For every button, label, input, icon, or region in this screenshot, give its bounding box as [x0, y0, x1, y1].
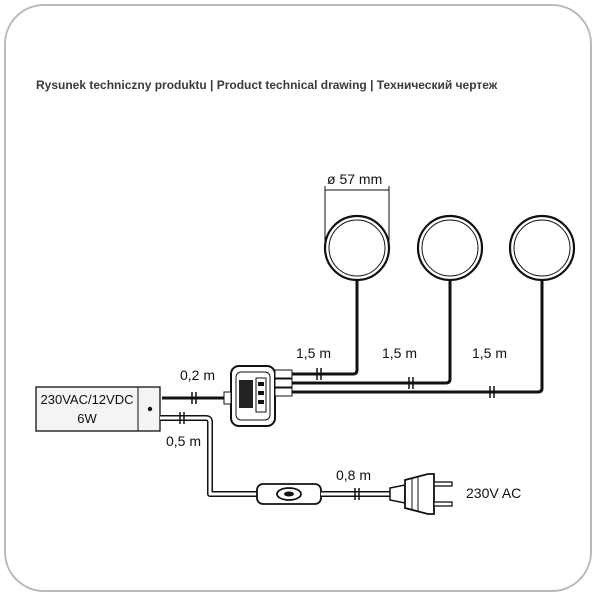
inline-switch	[256, 483, 322, 505]
diameter-dimension: ø 57 mm	[324, 171, 390, 246]
drawing-frame	[4, 4, 592, 592]
power-driver: 230VAC/12VDC 6W	[35, 386, 161, 432]
mains-plug	[389, 473, 453, 515]
diameter-label: ø 57 mm	[327, 171, 382, 187]
lamp-2	[416, 214, 484, 282]
lamp-3	[508, 214, 576, 282]
cable-length-lamp3: 1,5 m	[472, 345, 507, 361]
cable-driver-to-switch	[160, 412, 258, 497]
cable-length-driver-switch: 0,5 m	[166, 433, 201, 449]
lamp-cable-3	[292, 280, 544, 398]
cable-length-switch-plug: 0,8 m	[336, 467, 371, 483]
lamp-1	[323, 214, 391, 282]
lamp-cable-1	[292, 280, 359, 380]
cable-switch-to-plug	[321, 488, 390, 500]
distribution-hub	[223, 365, 293, 427]
cable-driver-to-hub	[162, 392, 224, 404]
cable-length-lamp2: 1,5 m	[382, 345, 417, 361]
cable-length-lamp1: 1,5 m	[296, 345, 331, 361]
plug-voltage-label: 230V AC	[466, 485, 521, 501]
driver-label-line2: 6W	[77, 411, 97, 426]
lamp-cable-2	[292, 280, 452, 389]
cable-length-driver-hub: 0,2 m	[180, 367, 215, 383]
driver-label-line1: 230VAC/12VDC	[41, 392, 134, 407]
page-title: Rysunek techniczny produktu | Product te…	[36, 78, 498, 92]
